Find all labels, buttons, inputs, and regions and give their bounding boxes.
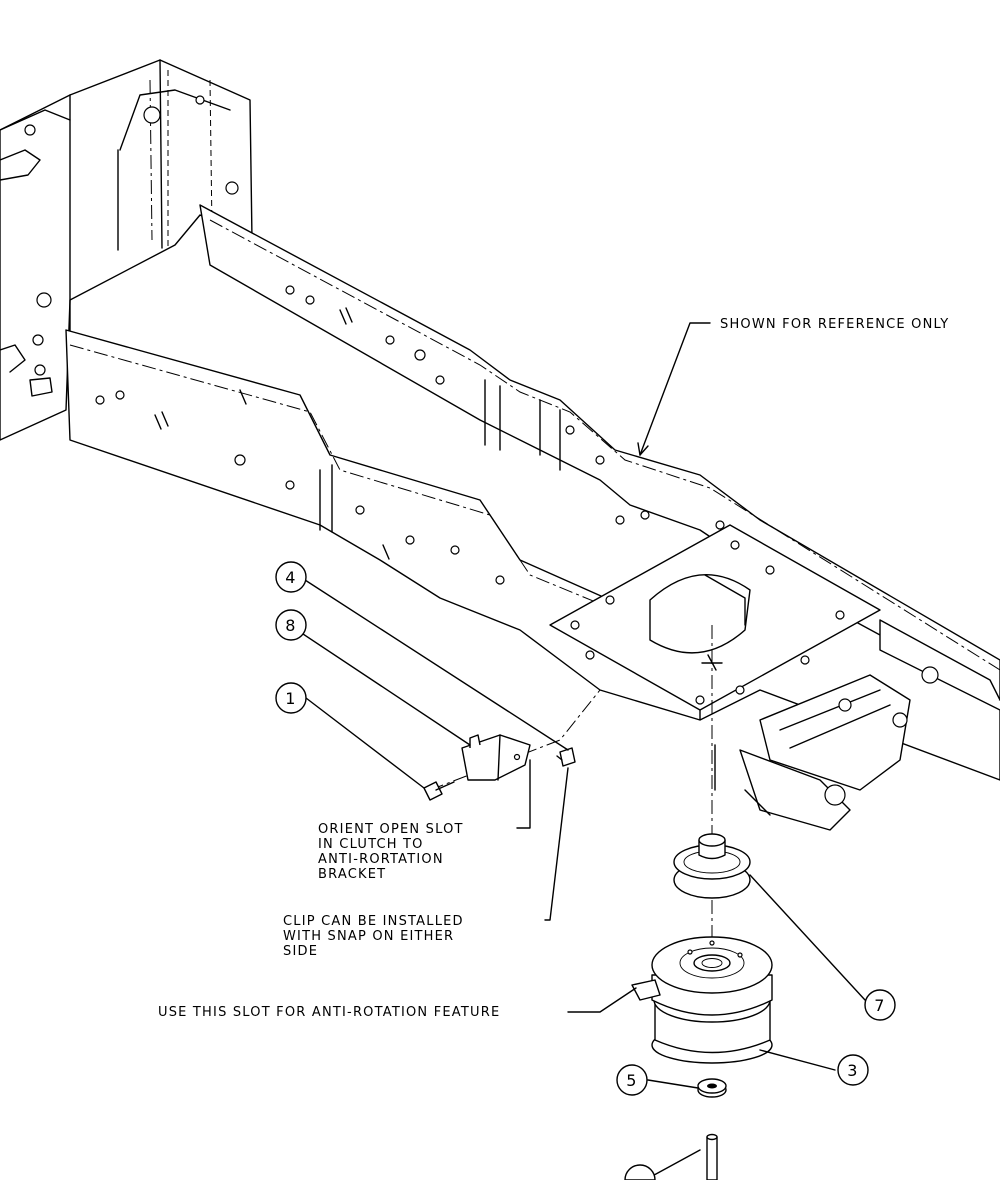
- callout-number-1: 1: [285, 689, 296, 708]
- bracket-axis: [429, 689, 601, 791]
- callout-circles: [275, 561, 896, 1180]
- orient-note-line-2: IN CLUTCH TO: [318, 837, 424, 852]
- orient-note-line-1: ORIENT OPEN SLOT: [318, 822, 464, 837]
- bolt: [423, 781, 455, 801]
- tractor-frame: [0, 59, 1000, 831]
- slot-note: USE THIS SLOT FOR ANTI-ROTATION FEATURE: [158, 1005, 500, 1020]
- clip-note-line-2: WITH SNAP ON EITHER: [283, 929, 454, 944]
- clip-note-line-1: CLIP CAN BE INSTALLED: [283, 914, 464, 929]
- washer: [697, 1078, 727, 1098]
- clip: [556, 747, 576, 767]
- callout-number-8: 8: [285, 616, 296, 635]
- shaft: [706, 1133, 718, 1180]
- anti-rotation-bracket: [461, 734, 531, 781]
- pulley: [673, 833, 751, 899]
- callout-number-5: 5: [626, 1071, 637, 1090]
- callout-number-4: 4: [285, 568, 296, 587]
- clip-note-line-3: SIDE: [283, 944, 318, 959]
- orient-note-line-3: ANTI-RORTATION: [318, 852, 444, 867]
- orient-note-line-4: BRACKET: [318, 867, 386, 882]
- electric-clutch: [631, 936, 773, 1064]
- reference-note: SHOWN FOR REFERENCE ONLY: [720, 317, 949, 332]
- callout-number-7: 7: [874, 996, 885, 1015]
- callout-number-3: 3: [847, 1061, 858, 1080]
